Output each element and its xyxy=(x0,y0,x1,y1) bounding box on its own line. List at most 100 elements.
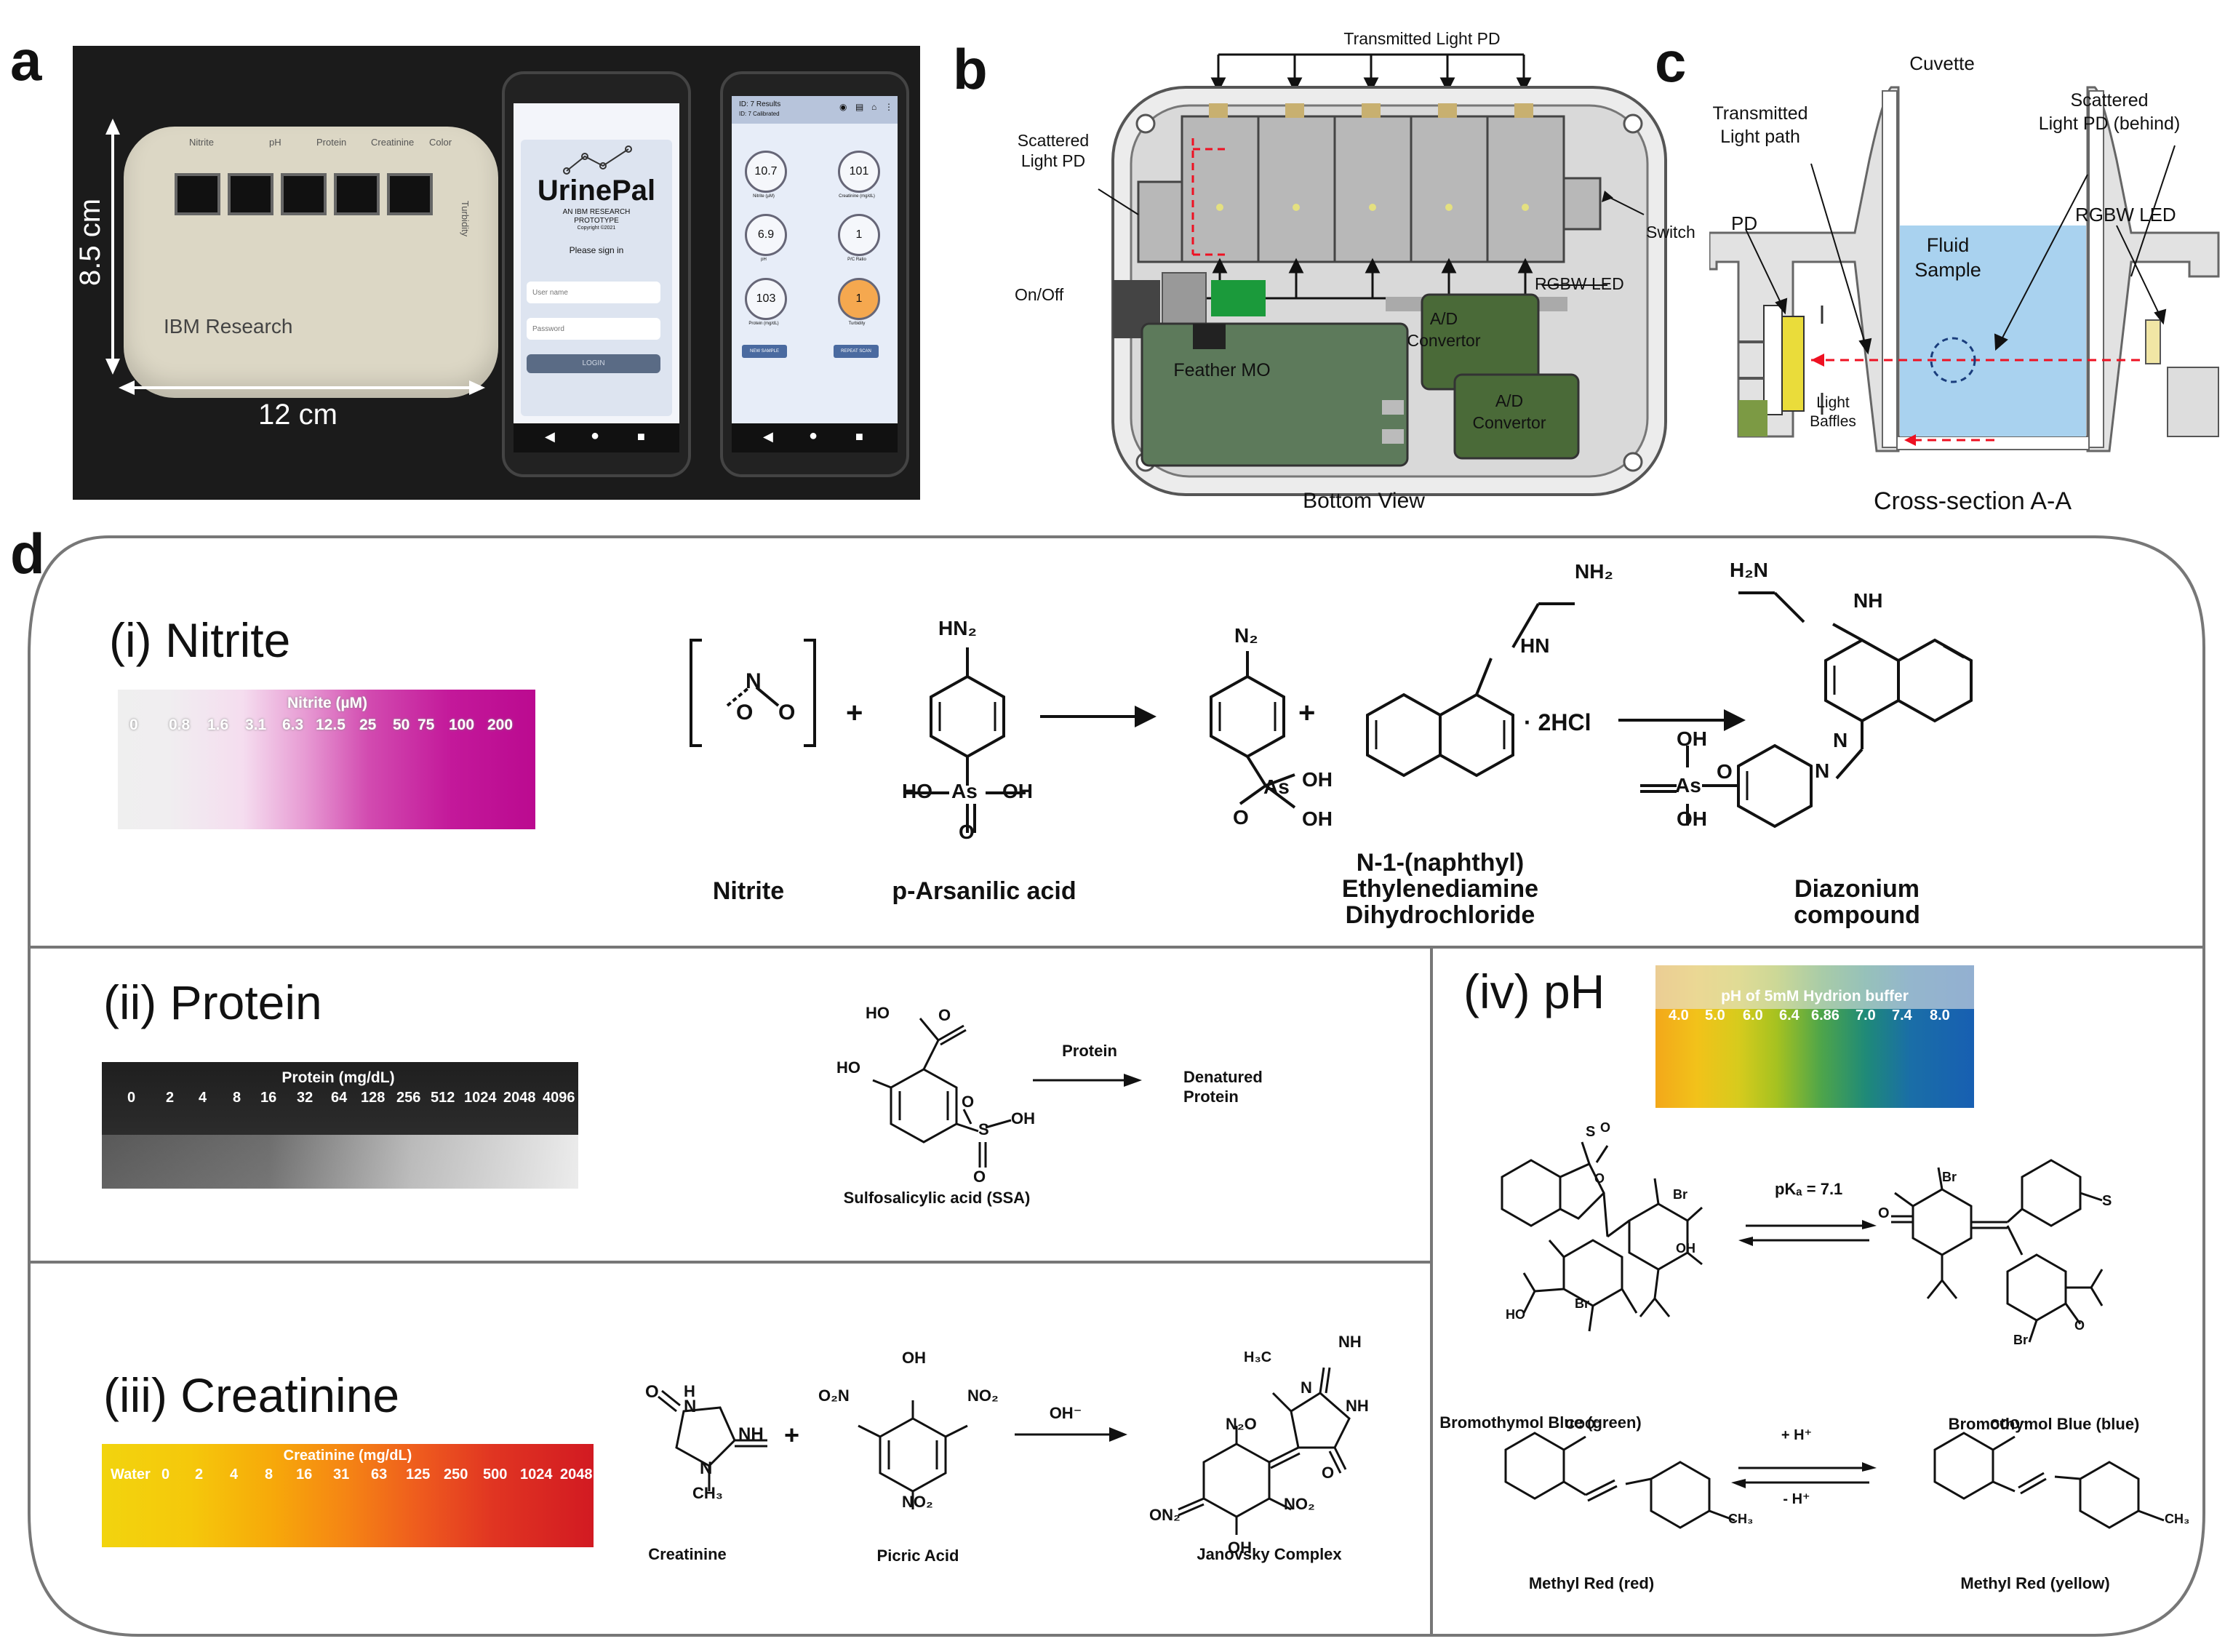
conc-label: 0.8 xyxy=(169,717,191,733)
atom-label: NO₂ xyxy=(902,1493,933,1511)
atom-label: O xyxy=(2074,1318,2085,1333)
ssa-label: Sulfosalicylic acid (SSA) xyxy=(843,1189,1031,1207)
result-label: P/C Ratio xyxy=(847,258,866,262)
panel-label-a: a xyxy=(10,28,42,92)
b-caption: Bottom View xyxy=(1303,489,1425,513)
urinepal-device xyxy=(124,127,498,398)
account-icon[interactable]: ◉ xyxy=(839,102,847,112)
device-slot xyxy=(334,173,380,215)
atom-label: O xyxy=(1600,1120,1611,1135)
recents-icon[interactable]: ■ xyxy=(637,429,645,444)
atom-label: O xyxy=(1594,1171,1605,1186)
protein-turbidity-gradient xyxy=(102,1135,578,1189)
phone-login: UrinePal AN IBM RESEARCH PROTOTYPE Copyr… xyxy=(502,71,691,477)
atom-label: N xyxy=(1833,729,1848,751)
naphthyl-label-1: N-1-(naphthyl) xyxy=(1356,849,1525,877)
creatinine-reaction-scheme xyxy=(658,1367,1351,1535)
ph-strip-header-bg xyxy=(1655,965,1974,1009)
menu-icon[interactable]: ⋮ xyxy=(884,102,893,112)
atom-label: CH₃ xyxy=(2165,1512,2190,1526)
atom-label: OH xyxy=(1676,1241,1695,1256)
b-ad1-label-2: Convertor xyxy=(1407,331,1481,350)
b-rgbw-label: RGBW LED xyxy=(1535,274,1624,293)
atom-label: O xyxy=(938,1006,951,1024)
atom-label: HO xyxy=(902,780,932,802)
home-icon[interactable]: ● xyxy=(591,428,600,444)
naphthyl-label-3: Dihydrochloride xyxy=(1345,901,1535,929)
protein-strip-title: Protein (mg/dL) xyxy=(281,1069,395,1086)
result-label: Protein (mg/dL) xyxy=(748,322,779,326)
ssa-structure xyxy=(872,1018,1142,1168)
c-fluid-label: Fluid xyxy=(1926,234,1970,256)
atom-label: Br xyxy=(2013,1333,2029,1347)
b-scattered-label: Scattered xyxy=(1017,131,1090,150)
result-label: Creatinine (mg/dL) xyxy=(839,194,875,199)
device-slot xyxy=(175,173,220,215)
dimension-arrows xyxy=(105,119,485,395)
width-dimension: 12 cm xyxy=(258,399,337,431)
c-baffles-label: Light xyxy=(1816,394,1850,411)
conc-label: 6.86 xyxy=(1811,1007,1839,1023)
c-caption: Cross-section A-A xyxy=(1873,487,2072,515)
atom-label: O xyxy=(1322,1464,1335,1482)
atom-label: O xyxy=(973,1168,986,1186)
atom-label: OH xyxy=(1002,780,1033,802)
panel-a-photo: Nitrite pH Protein Creatinine Color Turb… xyxy=(73,46,920,500)
conc-label: 8.0 xyxy=(1930,1007,1950,1023)
btb-blue-label: Bromothymol Blue (blue) xyxy=(1948,1415,2140,1433)
app-subtitle-2: PROTOTYPE xyxy=(574,217,619,225)
btb-green-label: Bromothymol Blue (green) xyxy=(1439,1413,1642,1432)
atom-label: O xyxy=(778,701,796,725)
atom-label: HN xyxy=(1520,634,1550,657)
signin-text: Please sign in xyxy=(569,245,624,255)
atom-label: O xyxy=(959,821,975,843)
back-icon[interactable]: ◀ xyxy=(545,429,555,444)
username-input[interactable] xyxy=(527,282,660,303)
creatinine-arrow-label: OH⁻ xyxy=(1049,1404,1082,1422)
repeat-scan-button[interactable]: REPEAT SCAN xyxy=(834,345,879,358)
home-icon[interactable]: ● xyxy=(809,428,818,444)
atom-label: N₂ xyxy=(1234,624,1258,647)
results-subheader: ID: 7 Calibrated xyxy=(739,111,780,117)
conc-label: 100 xyxy=(449,717,475,733)
conc-label: 1024 xyxy=(464,1090,497,1106)
protein-title: (ii) Protein xyxy=(103,975,322,1029)
atom-label: Br xyxy=(1575,1296,1590,1311)
conc-label: 75 xyxy=(418,717,435,733)
device-slot-labels: Nitrite pH Protein Creatinine Color xyxy=(189,137,495,159)
atom-label: N xyxy=(700,1459,713,1478)
login-button[interactable]: LOGIN xyxy=(527,354,660,373)
result-label: Turbidity xyxy=(848,322,866,326)
home-nav-icon[interactable]: ⌂ xyxy=(871,102,877,112)
nitrite-reaction-scheme xyxy=(690,591,1973,833)
recents-icon[interactable]: ■ xyxy=(855,429,863,444)
b-scattered-label-2: Light PD xyxy=(1020,151,1086,170)
atom-label: H₃C xyxy=(1244,1349,1272,1365)
conc-label: 4.0 xyxy=(1669,1007,1689,1023)
atom-label: NH₂ xyxy=(1575,560,1613,583)
back-icon[interactable]: ◀ xyxy=(763,429,773,444)
new-sample-button[interactable]: NEW SAMPLE xyxy=(742,345,787,358)
conc-label: 4 xyxy=(230,1467,239,1483)
settings-icon[interactable]: ▤ xyxy=(855,102,864,112)
conc-label: 250 xyxy=(444,1467,468,1483)
conc-label: 6.4 xyxy=(1779,1007,1799,1023)
minus-h-label: - H⁺ xyxy=(1783,1491,1810,1507)
conc-label: 7.4 xyxy=(1892,1007,1912,1023)
conc-label: 32 xyxy=(297,1090,313,1106)
nitrite-title: (i) Nitrite xyxy=(109,613,291,667)
picric-acid-label: Picric Acid xyxy=(876,1547,959,1565)
device-slot xyxy=(281,173,327,215)
nitrite-compound-label: Nitrite xyxy=(712,877,785,905)
hcl-label: · 2HCl xyxy=(1524,709,1591,735)
conc-label: 6.3 xyxy=(282,717,304,733)
diazonium-label-1: Diazonium xyxy=(1794,875,1920,903)
conc-label: 512 xyxy=(431,1090,455,1106)
protein-arrow-label: Protein xyxy=(1062,1042,1117,1060)
password-input[interactable] xyxy=(527,318,660,340)
c-transmitted-label: Transmitted xyxy=(1712,103,1808,124)
ph-title: (iv) pH xyxy=(1463,965,1605,1018)
creatinine-strip-title: Creatinine (mg/dL) xyxy=(283,1448,412,1464)
b-ad2-label: A/D xyxy=(1495,391,1524,410)
slot-label-color: Color xyxy=(429,137,452,148)
